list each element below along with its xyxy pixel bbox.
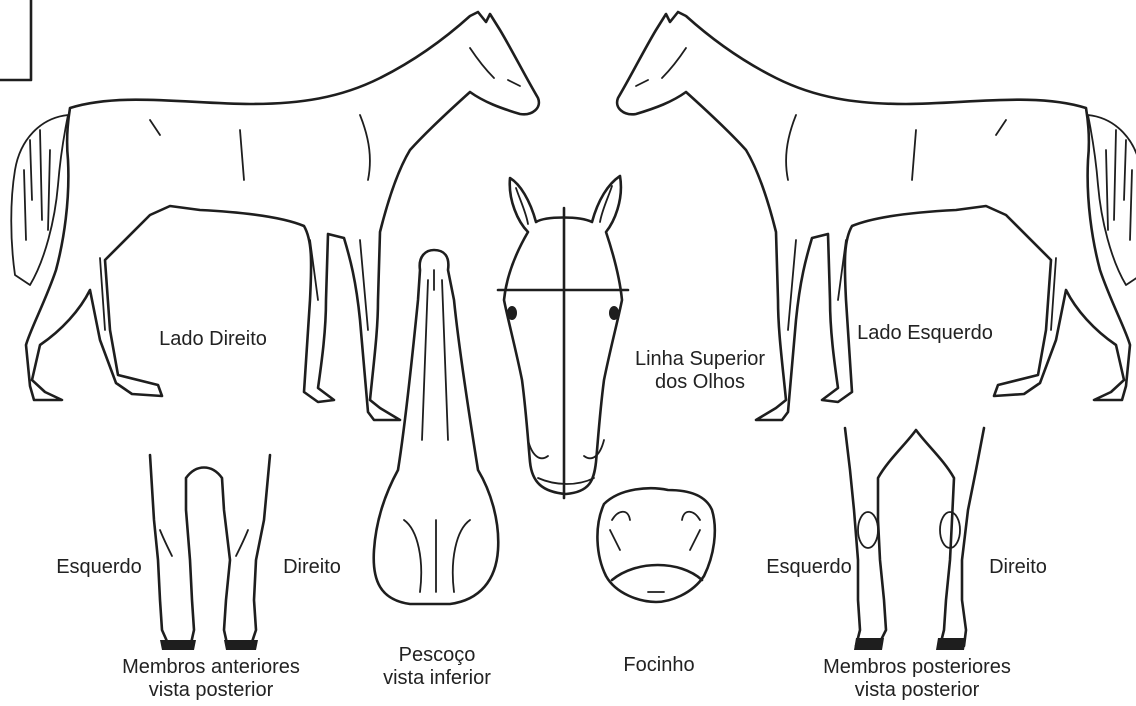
label-membros-posteriores: Membros posteriores vista posterior <box>800 656 1034 702</box>
muzzle-view <box>597 488 714 602</box>
label-membros-anteriores: Membros anteriores vista posterior <box>100 656 322 702</box>
label-membros-anteriores-line1: Membros anteriores <box>100 656 322 679</box>
hindlimbs-posterior-view <box>845 428 984 650</box>
label-linha-superior-line2: dos Olhos <box>612 371 788 394</box>
label-membros-posteriores-line2: vista posterior <box>800 679 1034 702</box>
corner-box <box>0 0 31 80</box>
label-esquerdo-posterior: Esquerdo <box>752 556 866 579</box>
label-pescoco-line2: vista inferior <box>362 667 512 690</box>
label-membros-anteriores-line2: vista posterior <box>100 679 322 702</box>
label-direito-anterior: Direito <box>272 556 352 579</box>
label-focinho: Focinho <box>600 654 718 677</box>
label-direito-posterior: Direito <box>978 556 1058 579</box>
horse-right-side <box>11 12 539 420</box>
label-pescoco-line1: Pescoço <box>362 644 512 667</box>
label-lado-direito: Lado Direito <box>148 328 278 351</box>
head-front-view <box>498 176 628 498</box>
label-pescoco: Pescoço vista inferior <box>362 644 512 690</box>
forelimbs-posterior-view <box>150 455 270 650</box>
label-lado-esquerdo: Lado Esquerdo <box>850 322 1000 345</box>
neck-inferior-view <box>374 250 499 604</box>
label-linha-superior-line1: Linha Superior <box>612 348 788 371</box>
label-membros-posteriores-line1: Membros posteriores <box>800 656 1034 679</box>
label-linha-superior-olhos: Linha Superior dos Olhos <box>612 348 788 394</box>
label-esquerdo-anterior: Esquerdo <box>44 556 154 579</box>
